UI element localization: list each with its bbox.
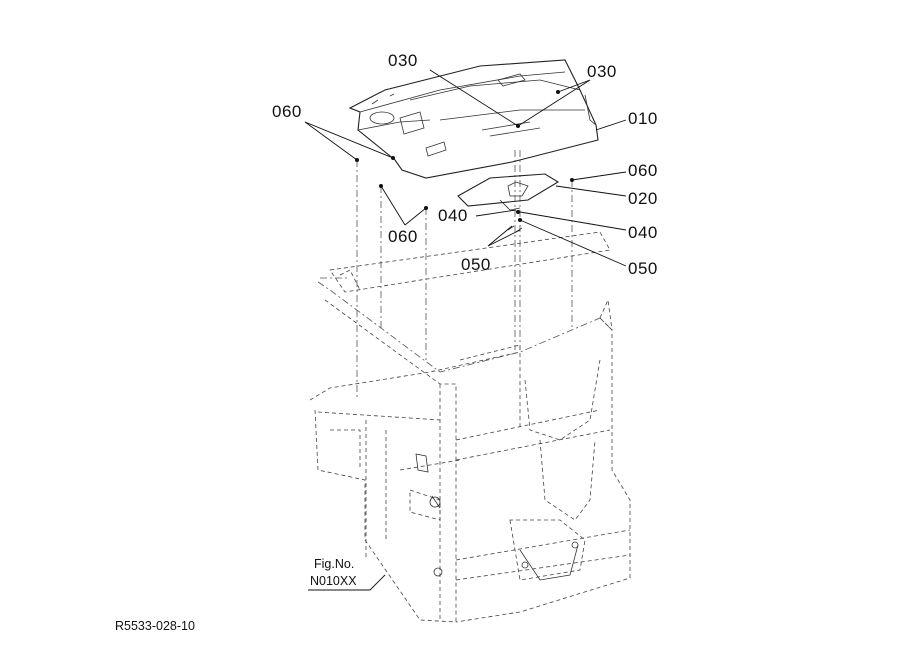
- callout-010: 010: [628, 109, 658, 128]
- callout-030-top: 030: [388, 51, 418, 70]
- callout-040-right: 040: [628, 223, 658, 242]
- cab-frame-outline: [309, 231, 631, 623]
- callout-060-top: 060: [272, 102, 302, 121]
- roof-panel: [348, 59, 599, 179]
- callout-060-right: 060: [628, 161, 658, 180]
- figure-ref-label: Fig.No.: [314, 557, 354, 571]
- lamp-cover: [457, 173, 560, 211]
- callout-060-mid: 060: [388, 227, 418, 246]
- figure-ref-number: N010XX: [310, 574, 357, 588]
- callout-050-left: 050: [461, 255, 491, 274]
- callout-050-right: 050: [628, 259, 658, 278]
- assembly-lines: [356, 150, 573, 400]
- callout-040-left: 040: [438, 206, 468, 225]
- callout-030-right: 030: [587, 62, 617, 81]
- callout-020: 020: [628, 189, 658, 208]
- drawing-code: R5533-028-10: [115, 619, 195, 633]
- leader-lines: [304, 69, 627, 591]
